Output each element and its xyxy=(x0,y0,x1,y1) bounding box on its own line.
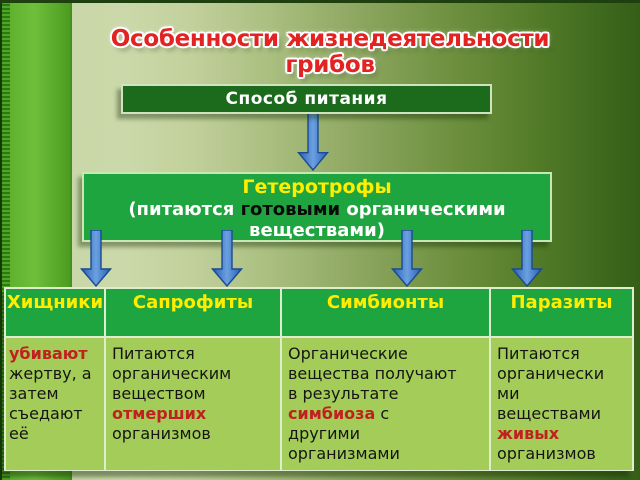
description-text: (питаются xyxy=(128,199,241,220)
header-symbionts: Симбионты xyxy=(282,289,491,338)
heterotrophs-heading: Гетеротрофы xyxy=(242,176,392,198)
slide-title: Особенности жизнедеятельности грибов xyxy=(110,26,550,78)
down-arrow-icon xyxy=(391,230,423,287)
cell-highlight: отмерших xyxy=(112,404,207,423)
top-edge-line xyxy=(0,0,640,3)
header-predators: Хищники xyxy=(6,289,106,338)
cell-text: Питаются органически ми веществами xyxy=(497,344,605,423)
cell-highlight: убивают xyxy=(9,344,88,363)
cell-text: с другими организмами xyxy=(288,404,400,463)
heterotrophs-description: (питаются готовыми органическими веществ… xyxy=(84,199,550,241)
nutrition-method-label: Способ питания xyxy=(225,89,388,109)
cell-highlight: симбиоза xyxy=(288,404,376,423)
cell-highlight: живых xyxy=(497,424,560,443)
nutrition-method-box: Способ питания xyxy=(121,84,492,114)
cell-text: жертву, а затем съедают её xyxy=(9,364,92,443)
fungi-types-table: Хищники Сапрофиты Симбионты Паразиты уби… xyxy=(4,287,634,471)
left-texture-strip xyxy=(0,0,10,480)
down-arrow-icon xyxy=(211,230,243,287)
heterotrophs-box: Гетеротрофы (питаются готовыми органичес… xyxy=(82,172,552,242)
cell-text: Органические вещества получают в результ… xyxy=(288,344,457,403)
cell-symbionts: Органические вещества получают в результ… xyxy=(282,338,491,470)
cell-text: организмов xyxy=(497,444,596,463)
description-text: органическими веществами) xyxy=(249,199,506,241)
cell-parasites: Питаются органически ми веществами живых… xyxy=(491,338,632,470)
cell-text: Питаются органическим веществом xyxy=(112,344,232,403)
down-arrow-icon xyxy=(511,230,543,287)
cell-saprophytes: Питаются органическим веществом отмерших… xyxy=(106,338,282,470)
header-parasites: Паразиты xyxy=(491,289,632,338)
cell-text: организмов xyxy=(112,424,211,443)
cell-predators: убивают жертву, а затем съедают её xyxy=(6,338,106,470)
header-saprophytes: Сапрофиты xyxy=(106,289,282,338)
down-arrow-icon xyxy=(297,113,329,171)
highlight-ready-made: готовыми xyxy=(240,199,341,220)
down-arrow-icon xyxy=(80,230,112,287)
